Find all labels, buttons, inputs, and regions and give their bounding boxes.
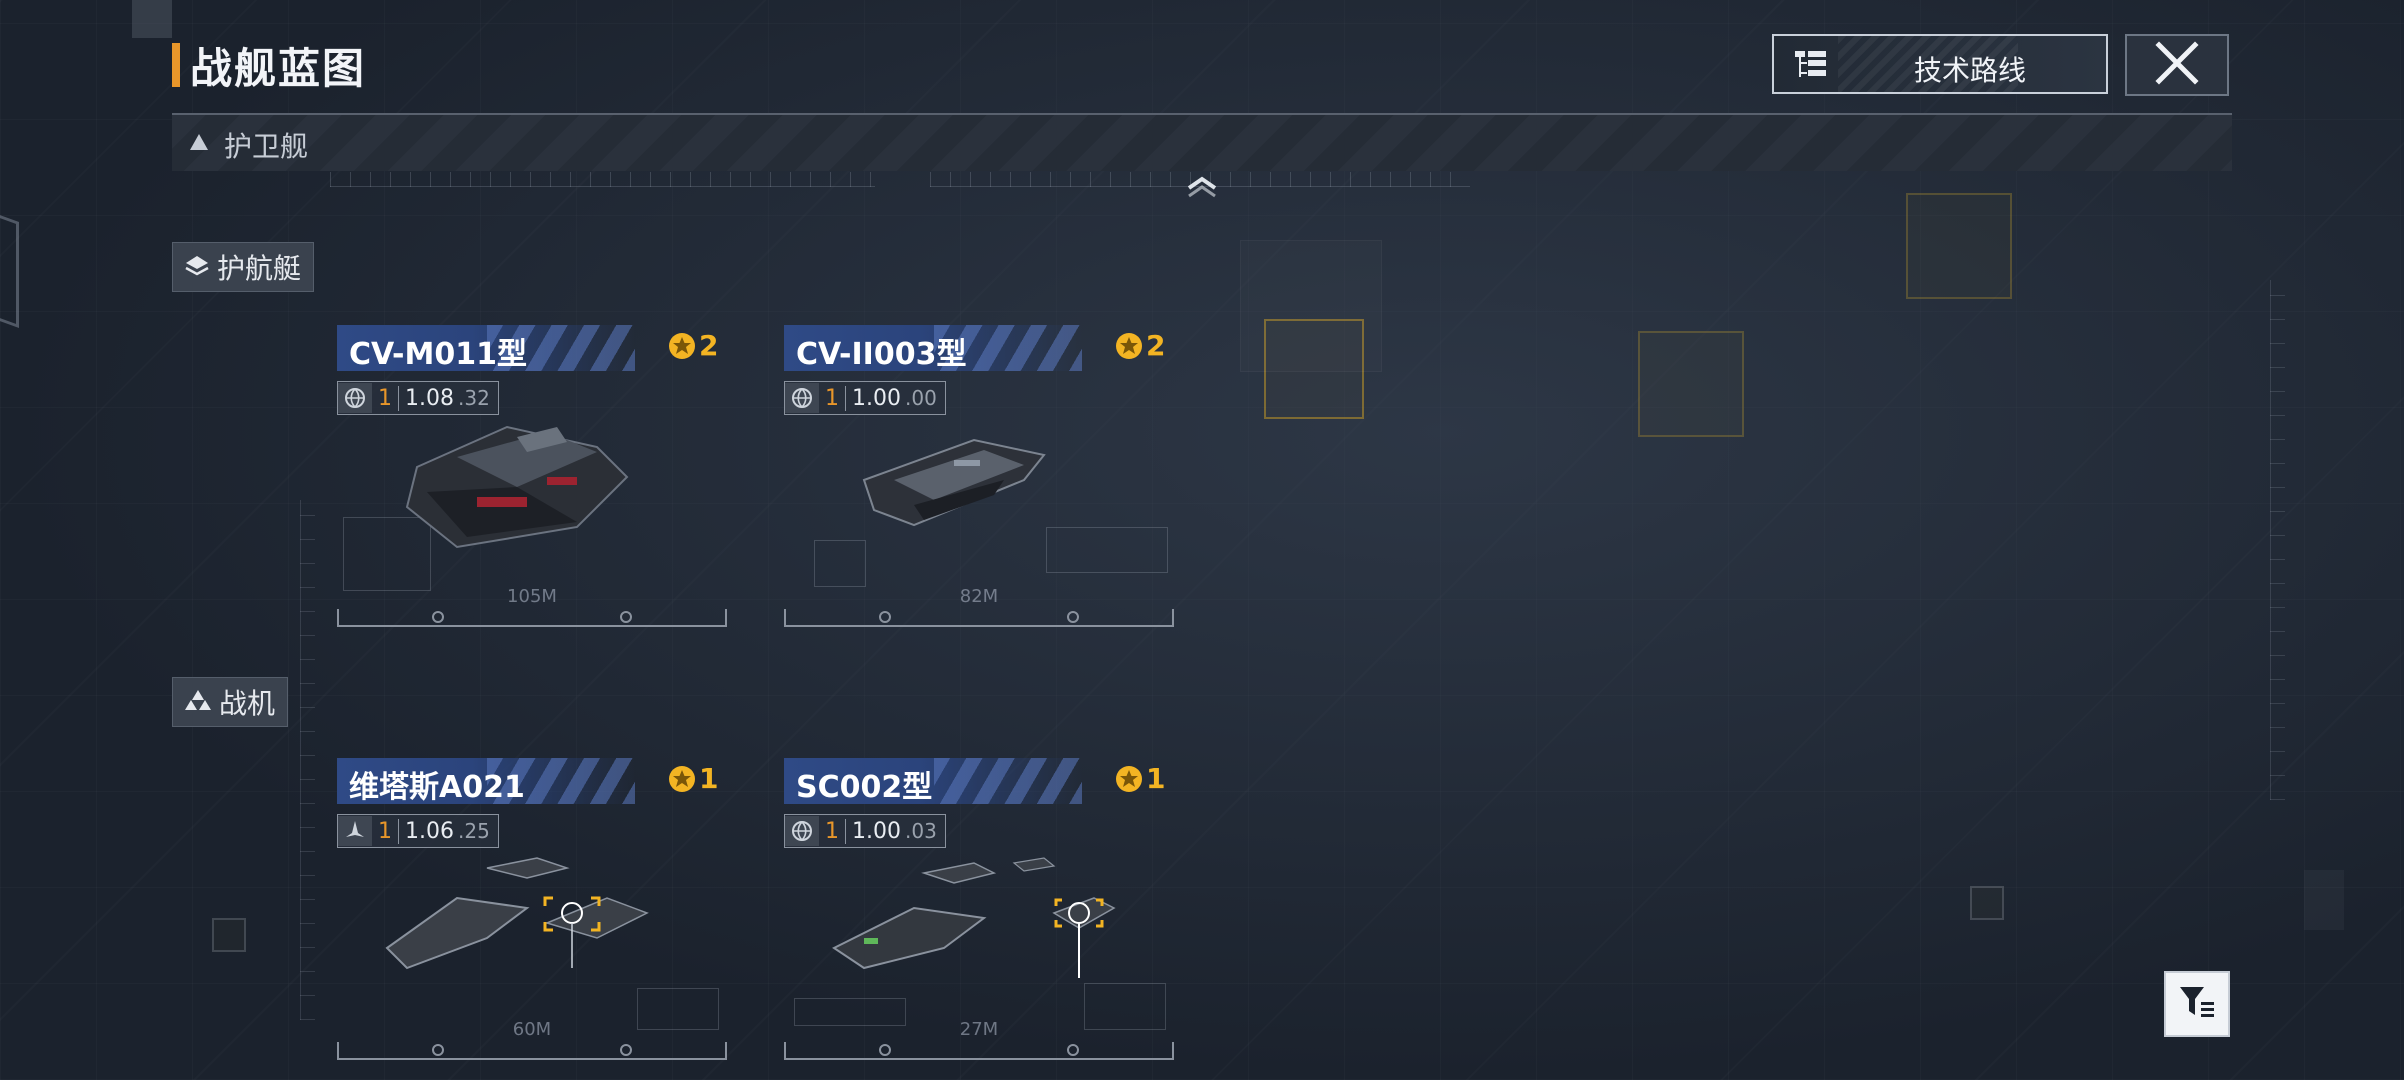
ship-level: 1 [819,818,846,844]
section-label-fighter: 战机 [172,677,289,727]
ship-length: 105M [507,586,557,607]
bg-marker-square [1638,331,1744,437]
ship-ratio-sub: .03 [904,819,937,843]
ship-image [854,420,1054,544]
ship-name-bar [337,758,635,804]
length-ruler [337,609,727,627]
schematic-drawing [637,988,719,1030]
ship-image [377,838,677,992]
button-stripe-decoration [1838,36,2018,92]
ship-level: 1 [372,818,399,844]
schematic-drawing [1084,983,1166,1030]
ship-stats: 1 1.08 .32 [337,381,499,415]
tree-list-icon [1794,50,1828,84]
ship-image [824,838,1124,992]
ship-stats: 1 1.00 .03 [784,814,946,848]
ship-length: 27M [959,1019,999,1040]
fighter-group-icon [183,688,213,716]
filter-button[interactable] [2164,971,2230,1037]
star-count: 2 [699,329,719,362]
ship-stats: 1 1.06 .25 [337,814,499,848]
star-count: 1 [699,762,719,795]
fighter-icon [338,816,372,846]
ship-stats: 1 1.00 .00 [784,381,946,415]
ship-image [397,397,637,561]
length-ruler [784,609,1174,627]
ship-name: CV-II003型 [796,337,967,372]
star-count: 2 [1146,329,1166,362]
star-rating: 2 [667,329,718,362]
title-accent-bar [172,43,180,87]
schematic-drawing [343,517,431,591]
star-rating: 1 [1114,762,1165,795]
ship-ratio-sub: .25 [457,819,490,843]
schematic-drawing [794,998,906,1026]
tech-route-button[interactable]: 技术路线 [1772,34,2108,94]
ship-ratio-sub: .00 [904,386,937,410]
ship-ratio-sub: .32 [457,386,490,410]
close-button[interactable] [2125,34,2229,96]
globe-icon [785,383,819,413]
globe-icon [338,383,372,413]
ship-name: CV-M011型 [349,337,527,372]
filter-icon [2177,982,2217,1026]
bg-marker-square [212,918,246,952]
rank-badge-icon [1116,765,1142,792]
schematic-drawing [1046,527,1168,573]
page-title: 战舰蓝图 [190,43,367,93]
bg-panel [1240,240,1382,372]
ship-length: 82M [959,586,999,607]
ship-card-vitas-a021[interactable]: 维塔斯A021 1 1 1.06 .25 60M [337,758,727,1060]
ship-length: 60M [512,1019,552,1040]
bg-corner-block [132,0,172,38]
close-icon [2155,41,2199,89]
page-header: 战舰蓝图 [172,40,366,93]
ship-name: SC002型 [796,770,933,805]
ship-name-bar [337,325,635,371]
bg-marker-square [1970,886,2004,920]
bg-panel [2304,870,2344,930]
length-ruler [784,1042,1174,1060]
section-label-text: 战机 [219,687,276,720]
star-count: 1 [1146,762,1166,795]
category-label: 护卫舰 [224,130,309,163]
bg-ruler [330,172,875,187]
bg-marker-square [1264,319,1364,419]
rank-badge-icon [1116,332,1142,359]
category-toggle-bar[interactable]: 护卫舰 [172,113,2232,171]
ship-name-bar [784,758,1082,804]
ship-card-sc002[interactable]: SC002型 1 1 1.00 .03 27M [784,758,1174,1060]
triangle-up-icon [188,131,210,157]
rank-badge-icon [669,332,695,359]
bg-marker-square [1906,193,2012,299]
rank-badge-icon [669,765,695,792]
bg-vertical-ruler [300,500,315,1020]
ship-card-cv-m011[interactable]: CV-M011型 2 1 1.08 .32 105M [337,325,727,627]
ship-card-cv-ii003[interactable]: CV-II003型 2 1 1.00 .00 82M [784,325,1174,627]
ship-name: 维塔斯A021 [349,770,525,805]
tech-route-label: 技术路线 [1914,54,2027,87]
section-label-escort: 护航艇 [172,242,315,292]
globe-icon [785,816,819,846]
length-ruler [337,1042,727,1060]
ship-ratio: 1.06 [405,818,454,844]
ship-level: 1 [819,385,846,411]
schematic-drawing [814,540,866,587]
ship-ratio: 1.08 [405,385,454,411]
layers-icon [183,253,211,281]
side-frame-decoration [0,209,19,329]
star-rating: 2 [1114,329,1165,362]
section-label-text: 护航艇 [217,252,302,285]
bg-vertical-ruler [2270,280,2285,800]
star-rating: 1 [667,762,718,795]
ship-level: 1 [372,385,399,411]
ship-name-bar [784,325,1082,371]
chevron-up-icon[interactable] [1186,176,1218,202]
ship-ratio: 1.00 [852,818,901,844]
ship-ratio: 1.00 [852,385,901,411]
